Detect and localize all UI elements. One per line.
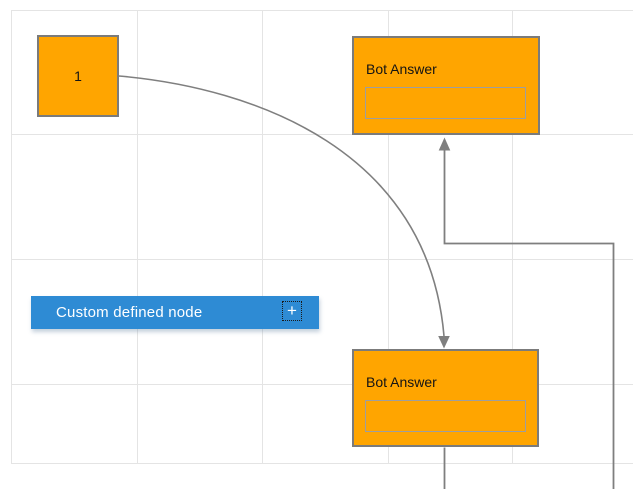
- bot-answer-node-top[interactable]: Bot Answer: [352, 36, 540, 135]
- bot-answer-node-bottom[interactable]: Bot Answer: [352, 349, 539, 447]
- square-node[interactable]: 1: [37, 35, 119, 117]
- bot-answer-top-input[interactable]: [365, 87, 526, 119]
- plus-icon: +: [287, 301, 297, 320]
- connector-curve-arrowhead: [438, 336, 450, 349]
- bot-answer-bottom-input[interactable]: [365, 400, 526, 432]
- add-button[interactable]: +: [282, 301, 302, 321]
- bot-answer-bottom-title: Bot Answer: [366, 374, 437, 390]
- bot-answer-top-title: Bot Answer: [366, 61, 437, 77]
- connector-elbow-arrowhead: [438, 137, 451, 151]
- connector-elbow[interactable]: [443, 150, 615, 489]
- custom-node-label: Custom defined node: [56, 304, 203, 321]
- square-node-label: 1: [74, 68, 82, 84]
- custom-defined-node[interactable]: Custom defined node +: [31, 296, 319, 329]
- connector-curve[interactable]: [118, 75, 445, 337]
